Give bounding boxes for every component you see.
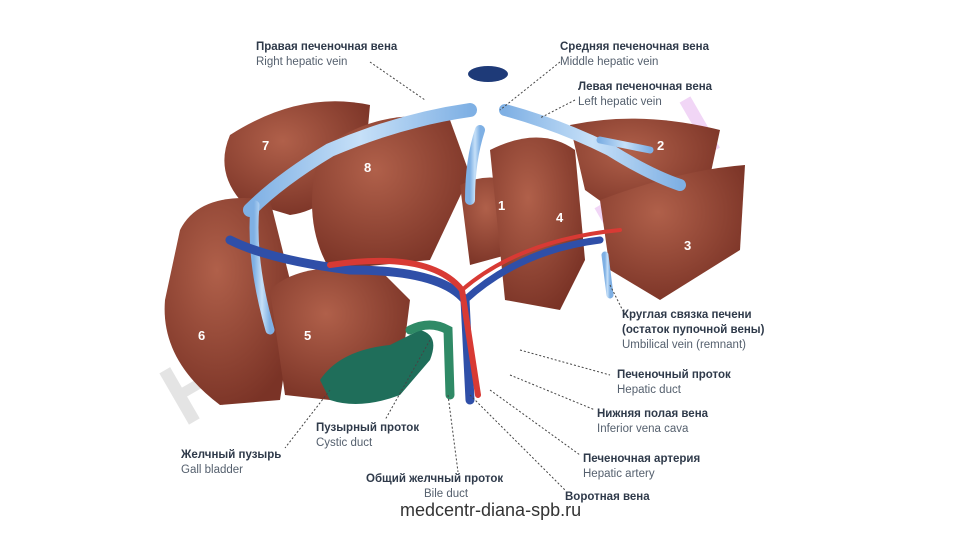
segment-8-shape (312, 116, 470, 270)
label-gall-bladder: Желчный пузырь Gall bladder (181, 449, 282, 476)
label-hepatic-duct: Печеночный проток Hepatic duct (617, 369, 731, 396)
segment-label-7: 7 (262, 138, 269, 153)
segment-label-3: 3 (684, 238, 691, 253)
segment-label-8: 8 (364, 160, 371, 175)
hepatic-veins (243, 63, 686, 397)
segment-label-1: 1 (498, 198, 505, 213)
portal-system (225, 228, 622, 405)
label-portal-vein: Воротная вена (565, 491, 650, 503)
label-bile-duct: Общий желчный проток Bile duct (366, 473, 504, 500)
label-right-hepatic-vein: Правая печеночная вена Right hepatic vei… (256, 41, 398, 68)
segment-label-6: 6 (198, 328, 205, 343)
segment-label-4: 4 (556, 210, 564, 225)
label-left-hepatic-vein: Левая печеночная вена Left hepatic vein (578, 81, 713, 108)
segment-label-2: 2 (657, 138, 664, 153)
leader-lines (284, 61, 626, 491)
segment-label-5: 5 (304, 328, 311, 343)
label-middle-hepatic-vein: Средняя печеночная вена Middle hepatic v… (560, 41, 709, 68)
gall-bladder-shape (320, 330, 434, 404)
label-inferior-vena-cava: Нижняя полая вена Inferior vena cava (597, 408, 709, 435)
label-hepatic-artery: Печеночная артерия Hepatic artery (583, 453, 701, 480)
segment-3-shape (600, 165, 745, 300)
label-cystic-duct: Пузырный проток Cystic duct (316, 422, 420, 449)
site-watermark: medcentr-diana-spb.ru (400, 500, 582, 520)
segment-numbers: 1 2 3 4 5 6 7 8 (198, 138, 691, 343)
label-umbilical-vein: Круглая связка печени (остаток пупочной … (622, 309, 765, 351)
